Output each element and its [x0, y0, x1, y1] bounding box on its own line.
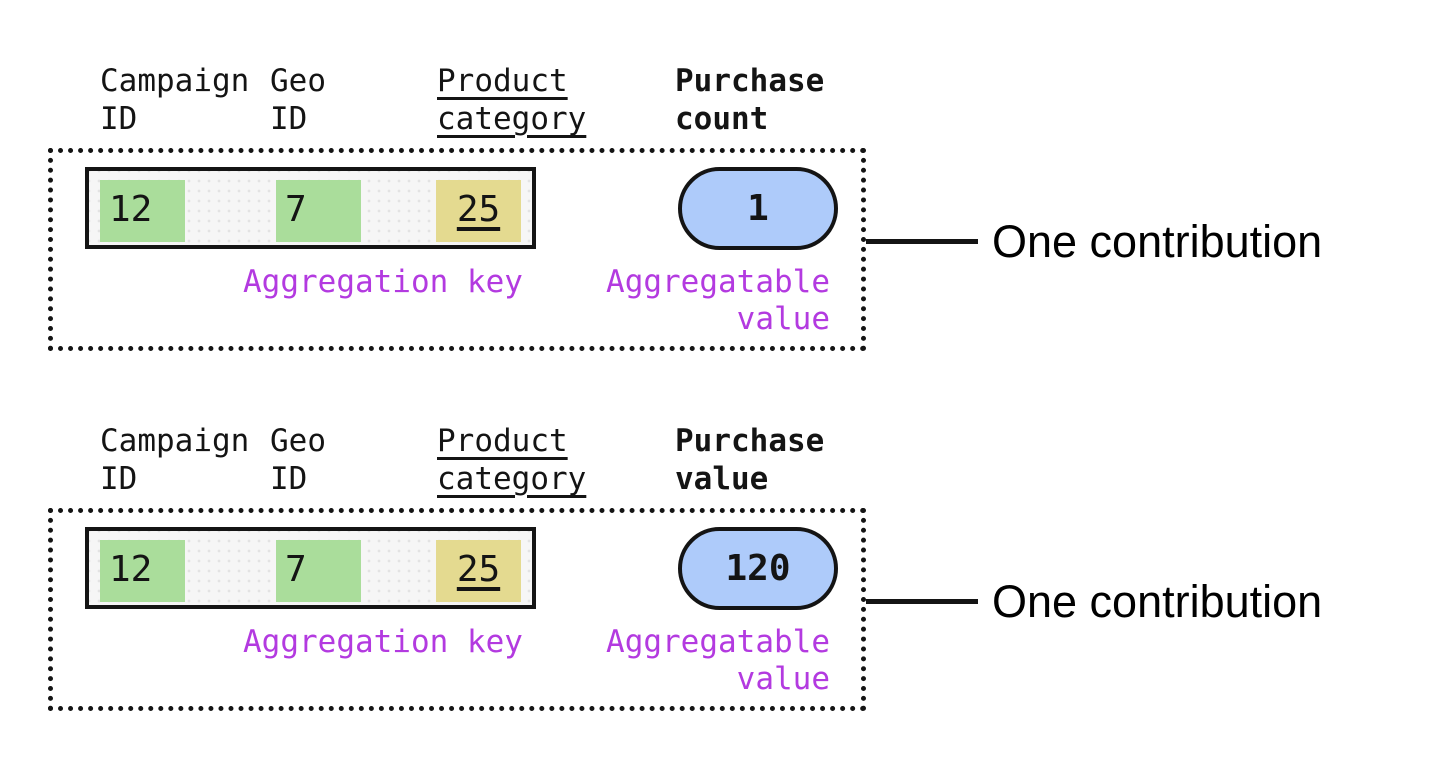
column-header-product-category: Product category [437, 63, 587, 137]
column-header-campaign-id: Campaign ID [100, 423, 250, 497]
contribution-boundary-box [48, 148, 866, 351]
one-contribution-label: One contribution [992, 216, 1323, 267]
contribution-connector-line [866, 599, 978, 604]
key-cell-campaign-id: 12 [100, 180, 185, 242]
key-cell-campaign-id: 12 [100, 540, 185, 602]
aggregation-key-label: Aggregation key [243, 624, 523, 660]
aggregatable-value-pill: 120 [678, 527, 838, 610]
column-header-geo-id: Geo ID [270, 423, 326, 497]
column-header-product-category: Product category [437, 423, 587, 497]
column-header-purchase-count: Purchase count [675, 63, 825, 137]
record-block-purchase-value: Campaign ID Geo ID Product category Purc… [0, 360, 1442, 740]
contribution-connector-line [866, 239, 978, 244]
contribution-boundary-box [48, 508, 866, 711]
key-cell-geo-id: 7 [276, 180, 361, 242]
aggregatable-value-pill: 1 [678, 167, 838, 250]
column-header-campaign-id: Campaign ID [100, 63, 250, 137]
key-cell-product-category: 25 [436, 180, 521, 242]
column-header-geo-id: Geo ID [270, 63, 326, 137]
record-block-purchase-count: Campaign ID Geo ID Product category Purc… [48, 63, 1323, 351]
key-cell-product-category: 25 [436, 540, 521, 602]
aggregatable-value-label: Aggregatable value [606, 624, 830, 697]
column-header-purchase-value: Purchase value [675, 423, 825, 497]
one-contribution-label: One contribution [992, 576, 1323, 627]
aggregation-key-label: Aggregation key [243, 264, 523, 300]
aggregatable-value-label: Aggregatable value [606, 264, 830, 337]
key-cell-geo-id: 7 [276, 540, 361, 602]
